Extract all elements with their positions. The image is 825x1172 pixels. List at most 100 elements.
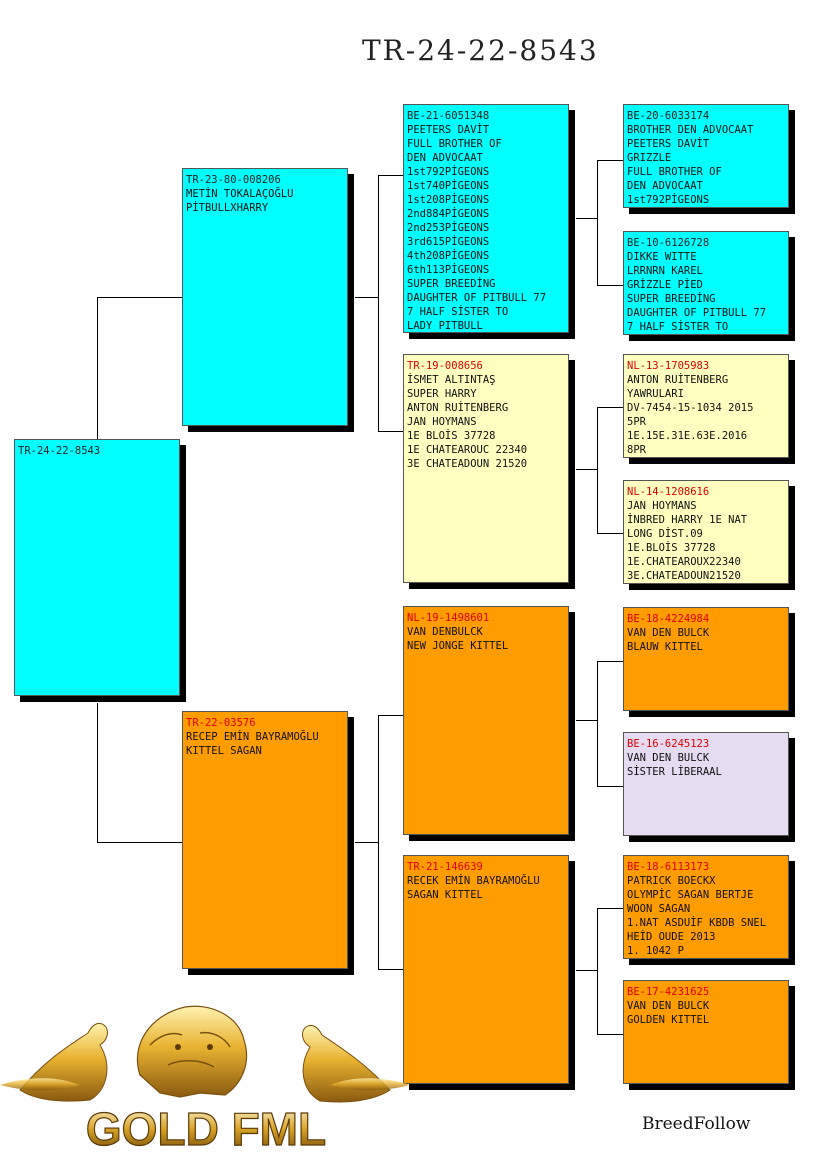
connector: [597, 160, 598, 286]
connector: [97, 297, 98, 440]
pedigree-line: DIKKE WITTE: [627, 251, 697, 263]
pedigree-line: 1.NAT ASDUİF KBDB SNEL: [627, 917, 767, 929]
dam-dam-card[interactable]: TR-21-146639 RECEK EMİN BAYRAMOĞLU SAGAN…: [403, 855, 569, 1084]
pedigree-line: 7 HALF SİSTER TO: [407, 306, 509, 318]
pedigree-line: SUPER BREEDİNG: [627, 293, 716, 305]
pedigree-line: NEW JONGE KITTEL: [407, 640, 509, 652]
ds-sire-card[interactable]: BE-18-4224984 VAN DEN BULCK BLAUW KITTEL: [623, 607, 789, 711]
pedigree-line: ANTON RUİTENBERG: [627, 374, 729, 386]
ring-number: TR-22-03576: [186, 717, 256, 729]
pedigree-line: VAN DENBULCK: [407, 626, 483, 638]
pedigree-line: DEN ADVOCAAT: [627, 180, 703, 192]
pedigree-line: BLAUW KITTEL: [627, 641, 703, 653]
connector: [576, 218, 598, 219]
ds-dam-card[interactable]: BE-16-6245123 VAN DEN BULCK SİSTER LİBER…: [623, 732, 789, 836]
ring-number: TR-19-008656: [407, 360, 483, 372]
dd-dam-card[interactable]: BE-17-4231625 VAN DEN BULCK GOLDEN KITTE…: [623, 980, 789, 1084]
pigeon-icon: [0, 1022, 108, 1102]
lion-icon: [136, 1005, 248, 1098]
connector: [597, 661, 623, 662]
pedigree-line: 1E.CHATEAROUX22340: [627, 556, 741, 568]
pedigree-line: JAN HOYMANS: [407, 416, 477, 428]
connector: [597, 533, 623, 534]
pigeon-icon: [302, 1024, 410, 1103]
pedigree-line: KITTEL SAGAN: [186, 745, 262, 757]
footer-brand: BreedFollow: [642, 1114, 751, 1134]
pedigree-line: LONG DİST.09: [627, 528, 703, 540]
connector: [576, 469, 598, 470]
dam-sire-card[interactable]: NL-19-1498601 VAN DENBULCK NEW JONGE KIT…: [403, 606, 569, 835]
pedigree-line: METİN TOKALAÇOĞLU: [186, 188, 294, 200]
pedigree-line: ANTON RUİTENBERG: [407, 402, 509, 414]
connector: [378, 715, 379, 970]
connector: [378, 175, 404, 176]
connector: [597, 407, 598, 534]
pedigree-line: LADY PITBULL: [407, 320, 483, 332]
pedigree-title: TR-24-22-8543: [362, 34, 599, 67]
pedigree-line: 2nd884PİGEONS: [407, 208, 490, 220]
ss-dam-card[interactable]: BE-10-6126728 DIKKE WITTE LRRNRN KAREL G…: [623, 231, 789, 335]
ring-number: BE-17-4231625: [627, 986, 710, 998]
logo-text: GOLD FML: [86, 1103, 326, 1155]
pedigree-line: SAGAN KITTEL: [407, 889, 483, 901]
dam-card[interactable]: TR-22-03576 RECEP EMİN BAYRAMOĞLU KITTEL…: [182, 711, 348, 969]
ring-number: BE-16-6245123: [627, 738, 710, 750]
pedigree-line: İNBRED HARRY 1E NAT: [627, 514, 748, 526]
pedigree-line: 1st208PİGEONS: [407, 194, 490, 206]
ring-number: TR-21-146639: [407, 861, 483, 873]
pedigree-line: 2nd253PİGEONS: [407, 222, 490, 234]
pedigree-line: PEETERS DAVİT: [627, 138, 710, 150]
gold-fml-logo: GOLD FML: [0, 1005, 410, 1155]
pedigree-line: SUPER BREEDİNG: [407, 278, 496, 290]
connector: [378, 431, 404, 432]
pedigree-line: 3E.CHATEADOUN21520: [627, 570, 741, 582]
connector: [597, 908, 623, 909]
pedigree-line: RECEP EMİN BAYRAMOĞLU: [186, 731, 319, 743]
connector: [597, 908, 598, 1035]
subject-card[interactable]: TR-24-22-8543: [14, 439, 180, 696]
pedigree-line: 6th113PİGEONS: [407, 264, 490, 276]
pedigree-line: OLYMPİC SAGAN BERTJE: [627, 889, 754, 901]
connector: [378, 175, 379, 432]
pedigree-line: 7 HALF SİSTER TO: [627, 321, 729, 333]
pedigree-line: GRİZZLE PİED: [627, 279, 703, 291]
connector: [378, 715, 404, 716]
pedigree-line: DAUGHTER OF PITBULL 77: [627, 307, 767, 319]
connector: [576, 970, 598, 971]
ring-number: BE-18-6113173: [627, 861, 710, 873]
connector: [355, 842, 379, 843]
sd-sire-card[interactable]: NL-13-1705983 ANTON RUİTENBERG YAWRULARI…: [623, 354, 789, 458]
ring-number: NL-13-1705983: [627, 360, 710, 372]
ring-number: BE-18-4224984: [627, 613, 710, 625]
pedigree-line: WOON SAGAN: [627, 903, 691, 915]
pedigree-line: PEETERS DAVİT: [407, 124, 490, 136]
ring-number: NL-14-1208616: [627, 486, 710, 498]
dd-sire-card[interactable]: BE-18-6113173 PATRICK BOECKX OLYMPİC SAG…: [623, 855, 789, 959]
pedigree-line: FULL BROTHER OF: [407, 138, 502, 150]
pedigree-line: 1. 1042 P: [627, 945, 684, 957]
pedigree-line: GOLDEN KITTEL: [627, 1014, 710, 1026]
connector: [378, 969, 404, 970]
pedigree-line: 3rd615PİGEONS: [407, 236, 490, 248]
pedigree-line: RECEK EMİN BAYRAMOĞLU: [407, 875, 540, 887]
sire-sire-card[interactable]: BE-21-6051348 PEETERS DAVİT FULL BROTHER…: [403, 104, 569, 333]
sire-dam-card[interactable]: TR-19-008656 İSMET ALTINTAŞ SUPER HARRY …: [403, 354, 569, 583]
pedigree-line: VAN DEN BULCK: [627, 1000, 710, 1012]
sd-dam-card[interactable]: NL-14-1208616 JAN HOYMANS İNBRED HARRY 1…: [623, 480, 789, 584]
connector: [597, 407, 623, 408]
pedigree-line: LRRNRN KAREL: [627, 265, 703, 277]
pedigree-line: PİTBULLXHARRY: [186, 202, 269, 214]
pedigree-line: SUPER HARRY: [407, 388, 477, 400]
pedigree-line: 1E.15E.31E.63E.2016: [627, 430, 748, 442]
pedigree-line: DAUGHTER OF PITBULL 77: [407, 292, 547, 304]
pedigree-line: 1E BLOİS 37728: [407, 430, 496, 442]
pedigree-line: 1E.BLOİS 37728: [627, 542, 716, 554]
pedigree-line: 3E CHATEADOUN 21520: [407, 458, 528, 470]
pedigree-line: GRIZZLE: [627, 152, 672, 164]
pedigree-line: FULL BROTHER OF: [627, 166, 722, 178]
ss-sire-card[interactable]: BE-20-6033174 BROTHER DEN ADVOCAAT PEETE…: [623, 104, 789, 208]
connector: [597, 1034, 623, 1035]
connector: [97, 842, 183, 843]
sire-card[interactable]: TR-23-80-008206 METİN TOKALAÇOĞLU PİTBUL…: [182, 168, 348, 426]
connector: [576, 720, 598, 721]
